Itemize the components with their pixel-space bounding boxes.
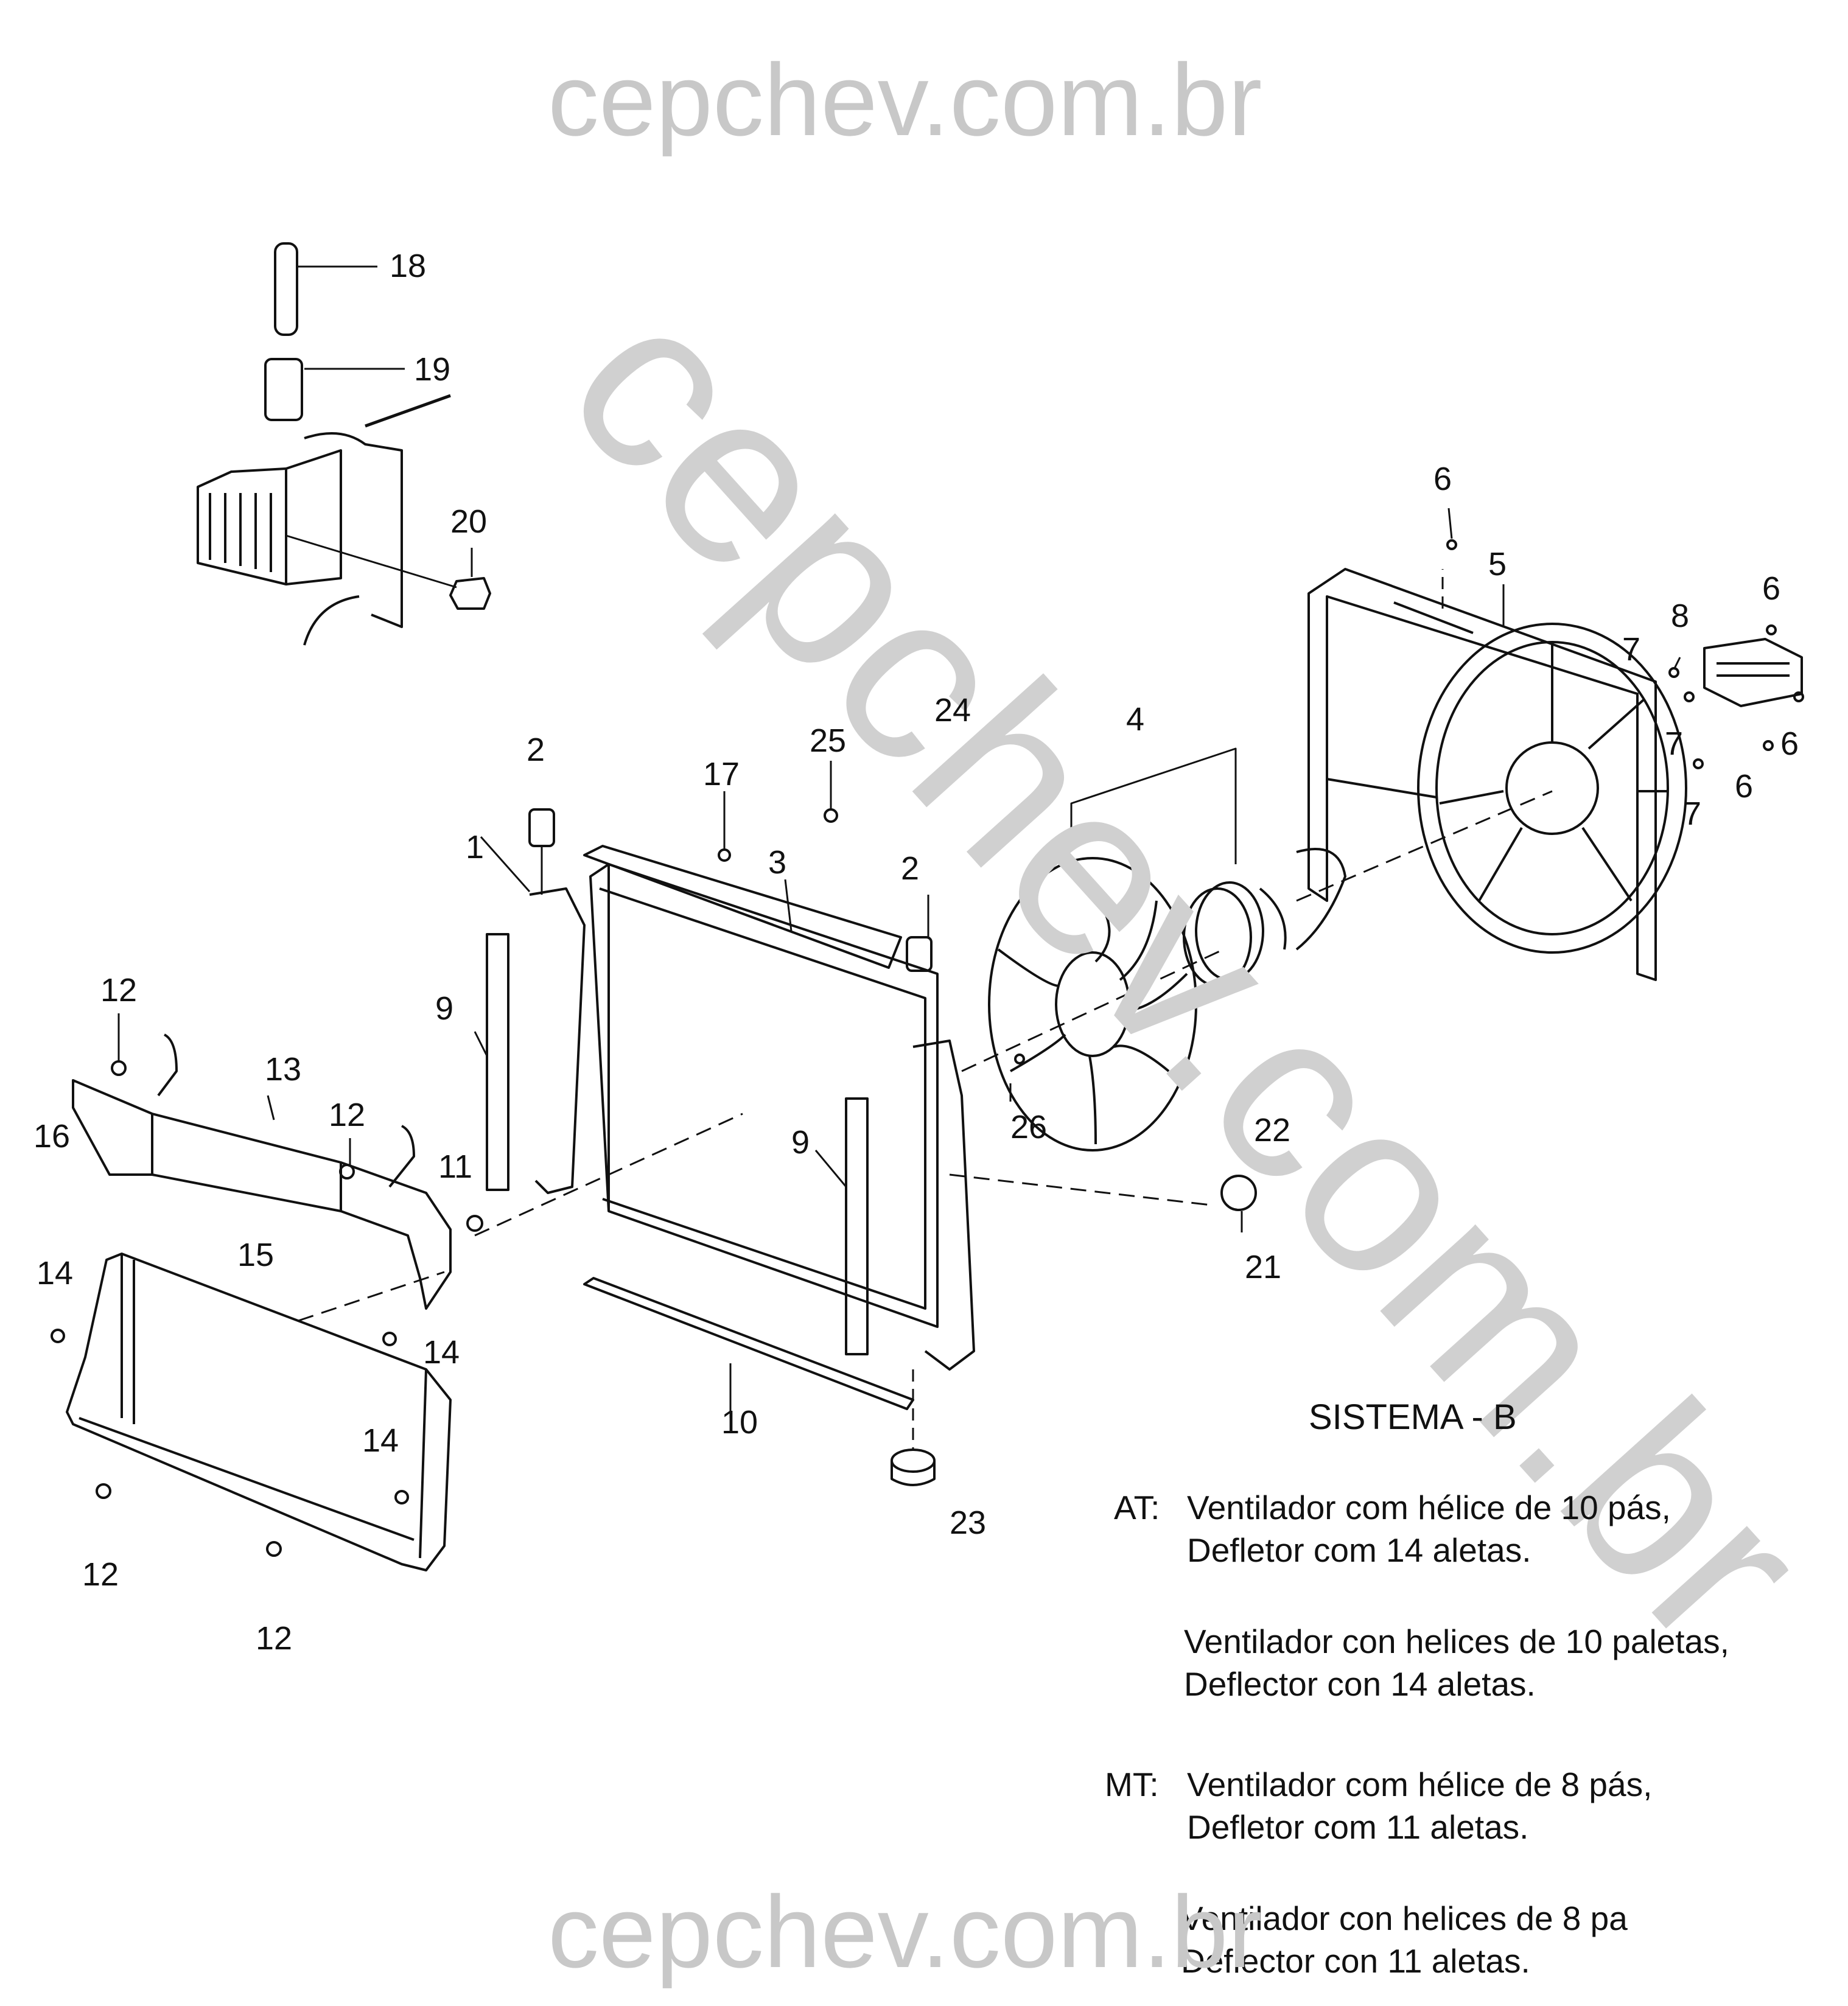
radiator-right-tank [906, 936, 975, 1371]
legend-line-2: Defletor com 14 aletas. [1187, 1531, 1531, 1569]
callout-7: 7 [1622, 631, 1641, 668]
fan-motor [1183, 848, 1346, 987]
callout-4: 4 [1126, 701, 1145, 738]
resistor-part-8 [1703, 638, 1803, 707]
callout-12: 12 [256, 1620, 293, 1657]
legend-at-key: AT: [1114, 1489, 1160, 1526]
sleeve-part-19 [264, 358, 405, 421]
callout-26: 26 [1010, 1109, 1048, 1145]
callout-15: 15 [237, 1237, 275, 1273]
mount-part-23 [891, 1369, 936, 1486]
callout-18: 18 [390, 248, 427, 284]
callout-14: 14 [362, 1422, 399, 1459]
callout-2: 2 [901, 850, 920, 887]
seal-part-9-right [845, 1097, 869, 1355]
callout-14: 14 [423, 1334, 460, 1371]
callout-7: 7 [1665, 725, 1684, 762]
callout-11: 11 [438, 1148, 473, 1185]
callout-20: 20 [450, 503, 488, 540]
watermark-bottom: cepchev.com.br [548, 1875, 1262, 1989]
callout-6: 6 [1762, 570, 1781, 607]
callout-12: 12 [100, 972, 138, 1008]
assembly-axis-lines [298, 790, 1553, 1322]
callout-6: 6 [1735, 768, 1754, 805]
callout-24: 24 [934, 692, 971, 729]
callout-21: 21 [1245, 1249, 1282, 1285]
radiator-part-3 [583, 845, 939, 1328]
legend-line-8: Deflector con 11 aletas. [1181, 1942, 1530, 1980]
callout-13: 13 [265, 1051, 302, 1088]
callout-23: 23 [950, 1504, 987, 1541]
fasteners [51, 539, 1804, 1557]
legend-line-3: Ventilador con helices de 10 paletas, [1184, 1623, 1729, 1660]
callout-3: 3 [768, 844, 787, 881]
callout-25: 25 [810, 722, 847, 759]
callout-17: 17 [703, 756, 740, 792]
callout-1: 1 [466, 829, 485, 865]
legend-line-4: Deflector con 14 aletas. [1184, 1665, 1536, 1703]
legend-title: SISTEMA - B [1309, 1397, 1517, 1437]
fan-resistor-assembly [197, 394, 451, 646]
deflector-part-15 [66, 1253, 452, 1571]
leader-lines [117, 508, 1681, 1418]
callout-2: 2 [527, 732, 545, 768]
callout-12: 12 [82, 1556, 119, 1593]
callout-12: 12 [329, 1097, 366, 1133]
callout-19: 19 [414, 351, 451, 388]
legend-mt-key: MT: [1105, 1766, 1159, 1803]
callout-9: 9 [435, 990, 454, 1027]
callout-10: 10 [721, 1404, 758, 1441]
callout-bracket-4 [1070, 747, 1237, 864]
callout-6: 6 [1433, 461, 1452, 497]
callout-14: 14 [37, 1255, 74, 1291]
legend-line-1: Ventilador com hélice de 10 pás, [1187, 1489, 1671, 1526]
legend-line-6: Defletor com 11 aletas. [1187, 1808, 1529, 1846]
callout-7: 7 [1683, 795, 1702, 832]
bolt-part-18 [274, 242, 377, 336]
callout-6: 6 [1780, 725, 1799, 762]
seal-part-10 [583, 1277, 914, 1410]
legend-line-7: Ventilador con helices de 8 pa [1181, 1899, 1628, 1937]
fan-shroud-part-5 [1307, 568, 1687, 981]
watermark-top: cepchev.com.br [548, 43, 1262, 157]
radiator-left-tank [528, 808, 586, 1194]
legend-line-5: Ventilador com hélice de 8 pás, [1187, 1766, 1653, 1803]
callout-5: 5 [1488, 546, 1507, 582]
callout-9: 9 [791, 1124, 810, 1161]
callout-16: 16 [33, 1118, 71, 1155]
callout-8: 8 [1671, 598, 1690, 634]
seal-part-9-left [486, 933, 509, 1191]
fan-blade-part-4 [988, 857, 1197, 1152]
nut-part-20 [285, 534, 491, 610]
callout-22: 22 [1254, 1112, 1291, 1148]
deflector-part-13 [72, 1033, 452, 1310]
